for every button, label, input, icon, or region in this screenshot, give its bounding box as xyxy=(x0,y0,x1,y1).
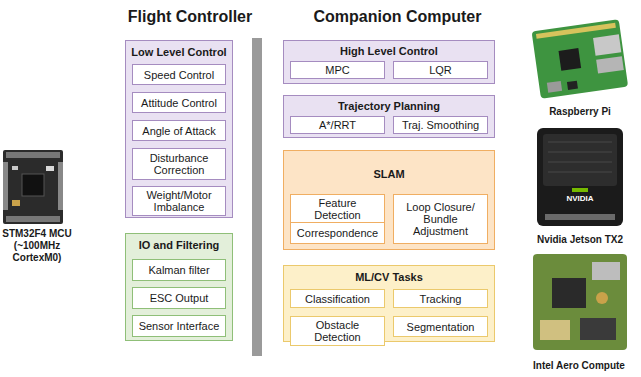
device-caption: Nvidia Jetson TX2 xyxy=(522,234,638,246)
jetson-module xyxy=(537,128,623,226)
group-heading: High Level Control xyxy=(284,45,494,58)
device-caption: Intel Aero Compute xyxy=(518,360,640,372)
task-label: Segmentation xyxy=(407,321,475,333)
task-box: Loop Closure/ Bundle Adjustment xyxy=(393,194,488,244)
device-caption: Raspberry Pi xyxy=(522,106,638,118)
task-box: Disturbance Correction xyxy=(132,148,226,180)
task-box: Speed Control xyxy=(132,64,226,85)
task-label: Loop Closure/ Bundle Adjustment xyxy=(397,201,484,237)
task-box: Feature Detection xyxy=(290,194,385,224)
task-label: Attitude Control xyxy=(141,97,217,109)
task-box: Weight/Motor Imbalance xyxy=(132,186,226,216)
device-caption: STM32F4 MCU (~100MHz CortexM0) xyxy=(0,228,74,264)
group-box: Low Level ControlSpeed ControlAttitude C… xyxy=(125,40,233,218)
task-label: Obstacle Detection xyxy=(294,319,381,343)
task-label: Classification xyxy=(305,293,370,305)
task-box: Traj. Smoothing xyxy=(393,116,488,134)
flight-controller-board xyxy=(3,150,63,224)
logo-text: NVIDIA xyxy=(550,194,610,204)
column-heading: Companion Computer xyxy=(292,7,503,26)
separator-bar xyxy=(252,38,262,356)
task-label: LQR xyxy=(429,64,452,76)
group-box: Trajectory PlanningA*/RRT Traj. Smoothing xyxy=(283,95,495,138)
task-box: LQR xyxy=(393,61,488,79)
task-label: Speed Control xyxy=(144,69,214,81)
task-label: Weight/Motor Imbalance xyxy=(136,189,222,213)
group-heading: IO and Filtering xyxy=(126,239,232,252)
intel-aero-board xyxy=(533,254,627,350)
task-label: Angle of Attack xyxy=(142,125,215,137)
group-heading: Low Level Control xyxy=(126,46,232,59)
task-label: Kalman filter xyxy=(148,264,209,276)
task-label: Sensor Interface xyxy=(139,320,220,332)
task-box: Correspondence xyxy=(290,222,385,244)
task-label: Correspondence xyxy=(297,227,378,239)
group-box: ML/CV TasksClassification TrackingObstacl… xyxy=(283,265,495,342)
task-label: ESC Output xyxy=(150,292,209,304)
task-label: Disturbance Correction xyxy=(136,152,222,176)
task-box: Tracking xyxy=(393,289,488,308)
group-heading: SLAM xyxy=(284,168,494,181)
group-box: IO and FilteringKalman filterESC OutputS… xyxy=(125,233,233,341)
task-box: Attitude Control xyxy=(132,92,226,113)
raspberry-pi-board xyxy=(532,19,629,99)
group-box: SLAM Feature Detection Loop Closure/ Bundl… xyxy=(283,150,495,250)
task-box: Classification xyxy=(290,289,385,308)
group-heading: Trajectory Planning xyxy=(284,100,494,113)
group-box: High Level ControlMPC LQR xyxy=(283,40,495,84)
task-label: Traj. Smoothing xyxy=(402,119,479,131)
task-box: ESC Output xyxy=(132,287,226,309)
task-label: A*/RRT xyxy=(319,119,356,131)
task-label: Tracking xyxy=(420,293,462,305)
task-label: MPC xyxy=(325,64,349,76)
column-heading: Flight Controller xyxy=(112,7,268,26)
task-box: Sensor Interface xyxy=(132,315,226,337)
task-label: Feature Detection xyxy=(294,197,381,221)
task-box: Segmentation xyxy=(393,316,488,337)
task-box: Kalman filter xyxy=(132,259,226,281)
task-box: Obstacle Detection xyxy=(290,316,385,346)
group-heading: ML/CV Tasks xyxy=(284,271,494,284)
task-box: MPC xyxy=(290,61,385,79)
task-box: A*/RRT xyxy=(290,116,385,134)
task-box: Angle of Attack xyxy=(132,120,226,141)
